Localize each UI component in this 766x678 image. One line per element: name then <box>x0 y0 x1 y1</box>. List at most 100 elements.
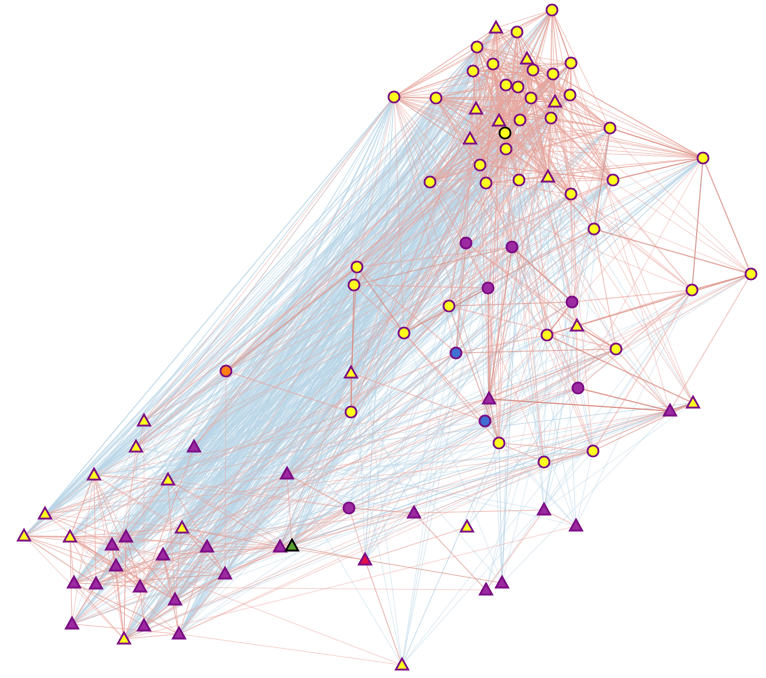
edge <box>286 301 573 475</box>
edge <box>143 420 577 527</box>
edge <box>162 266 358 556</box>
edge <box>125 181 431 538</box>
node-circle <box>544 111 558 125</box>
edge <box>44 450 594 515</box>
edge <box>69 474 95 538</box>
edge <box>286 132 506 475</box>
edge <box>530 62 572 99</box>
node-triangle <box>186 438 202 453</box>
edge <box>350 96 395 413</box>
edge <box>174 179 614 601</box>
edge <box>206 273 752 548</box>
edge <box>350 411 503 584</box>
edge <box>206 117 552 548</box>
edge <box>73 132 506 584</box>
node-triangle <box>104 536 120 551</box>
edge <box>167 479 176 601</box>
edge <box>181 179 614 529</box>
edge <box>350 305 450 413</box>
edge <box>125 182 487 538</box>
edge <box>570 127 611 195</box>
edge <box>174 179 614 601</box>
edge <box>162 176 549 556</box>
edge <box>167 97 437 481</box>
edge <box>224 473 288 575</box>
edge <box>178 633 403 666</box>
edge <box>93 402 694 476</box>
edge <box>505 148 693 291</box>
edge <box>178 97 437 635</box>
edge <box>123 96 395 640</box>
edge <box>429 181 693 291</box>
edge <box>23 86 519 537</box>
node-circle <box>481 281 495 295</box>
edge <box>123 536 127 640</box>
edge <box>291 148 507 547</box>
edge <box>93 402 694 476</box>
edge <box>44 411 352 515</box>
edge <box>125 108 477 538</box>
edge <box>592 402 694 452</box>
edge <box>125 420 486 538</box>
edge <box>193 446 281 548</box>
edge <box>429 181 489 289</box>
edge <box>181 46 478 529</box>
edge <box>570 193 573 303</box>
edge <box>350 97 437 413</box>
edge <box>485 63 494 184</box>
edge <box>530 97 548 336</box>
edge <box>93 46 478 476</box>
edge <box>448 148 507 307</box>
edge <box>44 411 352 515</box>
edge <box>356 96 395 268</box>
edge <box>111 97 437 546</box>
node-circle <box>478 414 492 428</box>
edge <box>125 132 506 538</box>
edge <box>393 96 500 444</box>
edge <box>181 120 500 529</box>
node-triangle <box>468 100 484 115</box>
edge <box>181 287 489 529</box>
edge <box>143 86 519 627</box>
edge <box>115 334 548 567</box>
edge <box>178 94 571 635</box>
edge <box>174 193 572 601</box>
edge <box>44 132 506 515</box>
edge <box>181 138 471 529</box>
edge <box>115 164 481 567</box>
edge <box>516 31 614 181</box>
edge <box>181 148 507 529</box>
edge <box>93 398 490 476</box>
edge <box>115 117 552 567</box>
edge <box>511 62 572 248</box>
node-triangle <box>662 402 678 417</box>
edge <box>526 58 549 178</box>
edge <box>174 402 694 601</box>
edge <box>139 27 497 588</box>
edge <box>286 352 457 475</box>
edge <box>448 305 617 350</box>
edge <box>225 193 572 372</box>
edge <box>139 420 486 588</box>
edge <box>139 586 487 591</box>
edge <box>125 120 500 538</box>
edge <box>111 179 614 546</box>
edge <box>291 132 506 547</box>
edge <box>479 164 520 181</box>
edge <box>125 536 208 548</box>
edge <box>224 96 395 575</box>
edge <box>162 348 617 556</box>
edge <box>69 157 704 538</box>
edge <box>73 27 497 584</box>
edge <box>111 193 572 546</box>
edge <box>167 132 506 481</box>
edge <box>570 62 579 389</box>
edge <box>69 474 95 538</box>
edge <box>143 46 478 627</box>
edge <box>224 325 578 575</box>
edge <box>69 108 477 538</box>
edge <box>469 138 490 400</box>
edge <box>93 474 208 548</box>
edge <box>206 164 481 548</box>
edge <box>393 96 704 159</box>
